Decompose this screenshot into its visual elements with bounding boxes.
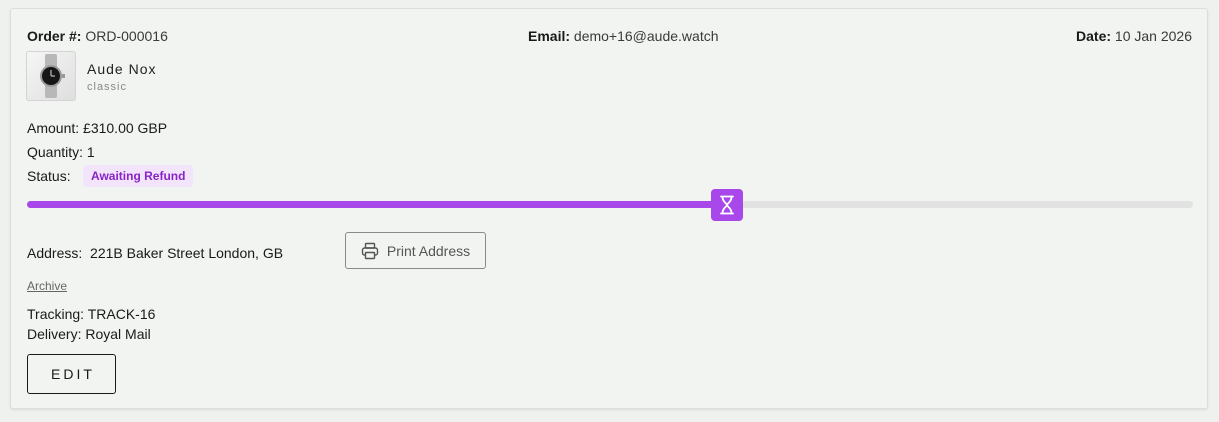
tracking-value: TRACK-16 [87, 306, 156, 322]
order-progress-fill [27, 201, 727, 208]
tracking-label: Tracking: [27, 306, 85, 322]
archive-link[interactable]: Archive [27, 279, 68, 293]
order-date-label: Date: [1076, 28, 1112, 44]
amount-row: Amount: £310.00 GBP [27, 120, 167, 136]
order-number-label: Order #: [27, 28, 82, 44]
watch-image-icon [40, 54, 65, 98]
delivery-row: Delivery: Royal Mail [27, 326, 151, 342]
product-thumbnail [26, 51, 76, 101]
printer-icon [361, 242, 379, 259]
status-label: Status: [27, 168, 71, 184]
order-progress-track [27, 189, 1193, 221]
order-email: Email: demo+16@aude.watch [528, 28, 719, 44]
quantity-row: Quantity: 1 [27, 144, 95, 160]
order-email-label: Email: [528, 28, 571, 44]
amount-value: £310.00 GBP [83, 120, 168, 136]
delivery-value: Royal Mail [85, 326, 151, 342]
order-number: Order #: ORD-000016 [27, 28, 168, 44]
progress-indicator [710, 189, 743, 221]
quantity-label: Quantity: [27, 144, 84, 160]
print-address-label: Print Address [386, 242, 471, 259]
order-email-value: demo+16@aude.watch [573, 28, 719, 44]
hourglass-icon [719, 195, 734, 215]
order-number-value: ORD-000016 [85, 28, 168, 44]
quantity-value: 1 [86, 144, 95, 160]
address-row: Address: 221B Baker Street London, GB [27, 245, 283, 261]
edit-button[interactable]: EDIT [27, 354, 116, 394]
order-date: Date: 10 Jan 2026 [1076, 28, 1192, 44]
print-address-button[interactable]: Print Address [345, 232, 486, 269]
amount-label: Amount: [27, 120, 80, 136]
delivery-label: Delivery: [27, 326, 82, 342]
address-label: Address: [27, 245, 83, 261]
product-name: Aude Nox [87, 61, 157, 77]
product-variant: classic [87, 81, 128, 93]
order-card: Order #: ORD-000016 Email: demo+16@aude.… [10, 8, 1208, 409]
status-badge: Awaiting Refund [83, 165, 194, 187]
order-date-value: 10 Jan 2026 [1114, 28, 1192, 44]
tracking-row: Tracking: TRACK-16 [27, 306, 155, 322]
address-value: 221B Baker Street London, GB [90, 245, 284, 261]
